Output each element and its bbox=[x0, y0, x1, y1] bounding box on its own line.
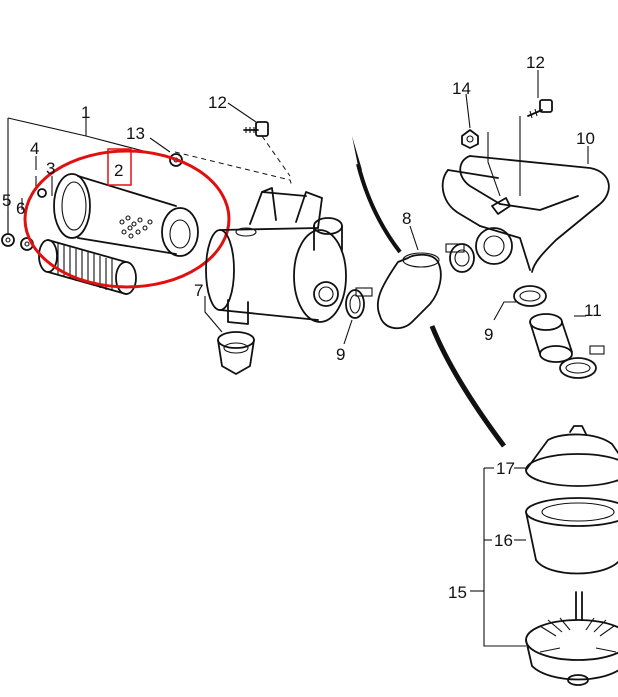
callout-12-right: 12 bbox=[526, 53, 545, 72]
highlight-box bbox=[107, 148, 132, 186]
intake-pipe bbox=[441, 155, 610, 273]
callout-15: 15 bbox=[448, 583, 467, 602]
callout-12-left: 12 bbox=[208, 93, 227, 112]
dust-unloader-valve bbox=[217, 331, 255, 375]
callout-9-middle: 9 bbox=[336, 345, 345, 364]
callout-1: 1 bbox=[81, 103, 90, 122]
callout-17: 17 bbox=[496, 459, 515, 478]
filter-element-part-2 bbox=[53, 173, 199, 257]
hose-clamp-upper-right bbox=[445, 243, 475, 273]
hose-clamp-lower-right bbox=[513, 285, 547, 307]
hose-clamp-middle bbox=[345, 287, 373, 319]
flow-arrow-upper bbox=[352, 136, 402, 254]
callout-14: 14 bbox=[452, 79, 471, 98]
bolt-12-right bbox=[527, 99, 553, 119]
air-cleaner-housing bbox=[205, 187, 347, 325]
callout-16: 16 bbox=[494, 531, 513, 550]
callout-9-right: 9 bbox=[484, 325, 493, 344]
callout-7: 7 bbox=[194, 281, 203, 300]
bolt-12-left bbox=[243, 121, 269, 137]
flow-arrow-lower bbox=[429, 325, 507, 448]
callout-5: 5 bbox=[2, 191, 11, 210]
callout-10: 10 bbox=[576, 129, 595, 148]
highlight-circle bbox=[23, 149, 231, 289]
precleaner-base bbox=[525, 591, 618, 686]
callout-11: 11 bbox=[584, 301, 602, 320]
hose-clamp-bottom-right bbox=[559, 345, 605, 379]
callout-4: 4 bbox=[30, 139, 39, 158]
callout-13: 13 bbox=[126, 124, 145, 143]
callout-labels: 1 2 3 4 5 6 7 8 9 9 10 11 12 12 13 14 15… bbox=[2, 53, 602, 602]
precleaner-cap bbox=[525, 425, 618, 487]
callout-3: 3 bbox=[46, 159, 55, 178]
nut-14 bbox=[461, 129, 479, 149]
callout-2: 2 bbox=[114, 161, 123, 180]
elbow-hose bbox=[376, 252, 442, 330]
hose-sleeve-11 bbox=[529, 313, 573, 363]
precleaner-bracket bbox=[470, 467, 526, 647]
precleaner-bowl bbox=[525, 497, 618, 575]
callout-6: 6 bbox=[16, 199, 25, 218]
callout-8: 8 bbox=[402, 209, 411, 228]
